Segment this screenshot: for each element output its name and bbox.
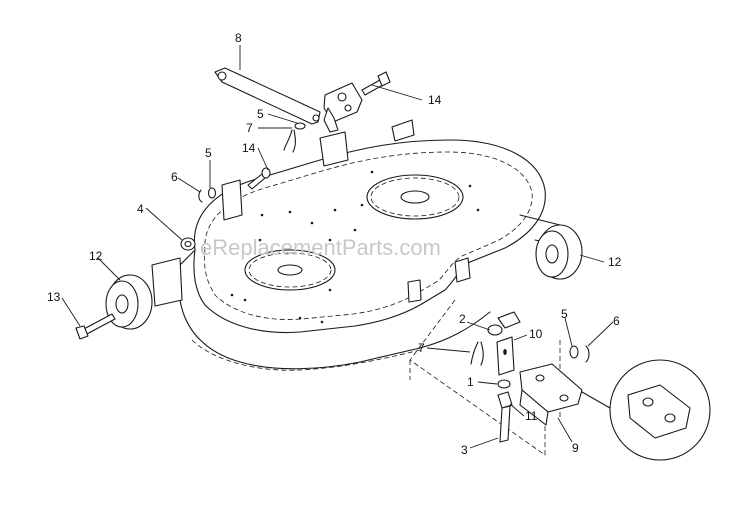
spindle-pulley-right [366, 174, 464, 220]
callout-5: 5 [561, 307, 568, 321]
gauge-wheel-left [105, 274, 153, 330]
deck-surface-holes [230, 170, 480, 324]
lift-link-arm [214, 67, 321, 125]
pulley-right-outer [366, 174, 464, 220]
hairpin-clip-upper [283, 122, 306, 153]
callout-14: 14 [242, 141, 256, 155]
hairpin-clip-lower [470, 341, 484, 366]
right-hanger-bracket [407, 279, 422, 303]
callout-7: 7 [418, 341, 425, 355]
washer-2 [487, 324, 503, 336]
pulley-right-teeth [370, 177, 460, 217]
callout-leaders [61, 45, 614, 449]
callout-6: 6 [171, 170, 178, 184]
callout-11: 11 [525, 409, 538, 423]
callout-10: 10 [529, 327, 543, 341]
mower-deck [151, 119, 561, 371]
bolt-13 [75, 313, 116, 340]
gauge-wheel-right [535, 224, 583, 280]
spindle-pulley-left [244, 249, 336, 291]
callout-2: 2 [459, 312, 466, 326]
clip-6-left [198, 189, 203, 203]
clip-6-right [585, 345, 590, 363]
pulley-left-hub [277, 264, 303, 276]
callout-5: 5 [205, 146, 212, 160]
deck-skirt-front [179, 249, 196, 301]
callout-6: 6 [613, 314, 620, 328]
deck-inner-rim [204, 151, 533, 320]
rear-hanger-bracket [454, 257, 471, 283]
pulley-left-outer [244, 249, 336, 291]
callout-13: 13 [47, 290, 61, 304]
nut-1 [497, 379, 511, 389]
deck-skirt-dots [191, 339, 421, 371]
rear-bracket [319, 131, 349, 167]
bolt-14-top [361, 71, 391, 96]
callout-5: 5 [257, 107, 264, 121]
rear-tab [391, 119, 415, 142]
callout-4: 4 [137, 202, 144, 216]
detail-inset [581, 359, 711, 461]
callout-numbers: 8 14 5 7 14 5 6 4 12 13 12 2 10 5 6 7 1 … [47, 31, 622, 457]
watermark-text: eReplacementParts.com [200, 235, 441, 260]
callout-12: 12 [608, 255, 622, 269]
pivot-pin-10 [496, 311, 521, 376]
bolt-14-middle [247, 167, 271, 190]
callout-12: 12 [89, 249, 103, 263]
pivot-bracket-9 [519, 363, 583, 426]
callout-7: 7 [246, 121, 253, 135]
left-pivot-bracket [221, 179, 243, 221]
deck-front-box [151, 257, 183, 307]
callout-8: 8 [235, 31, 242, 45]
pivot-bracket-plate [323, 82, 363, 133]
callout-14: 14 [428, 93, 442, 107]
lock-nut-4 [180, 237, 196, 251]
pulley-left-teeth [248, 252, 332, 288]
callout-1: 1 [467, 375, 474, 389]
callout-9: 9 [572, 441, 579, 455]
washer-5-right [569, 345, 579, 359]
washer-5-left [207, 187, 217, 199]
deck-skirt [179, 299, 491, 370]
bolt-3-vertical [497, 391, 513, 443]
pulley-right-hub [400, 190, 430, 204]
callout-3: 3 [461, 443, 468, 457]
